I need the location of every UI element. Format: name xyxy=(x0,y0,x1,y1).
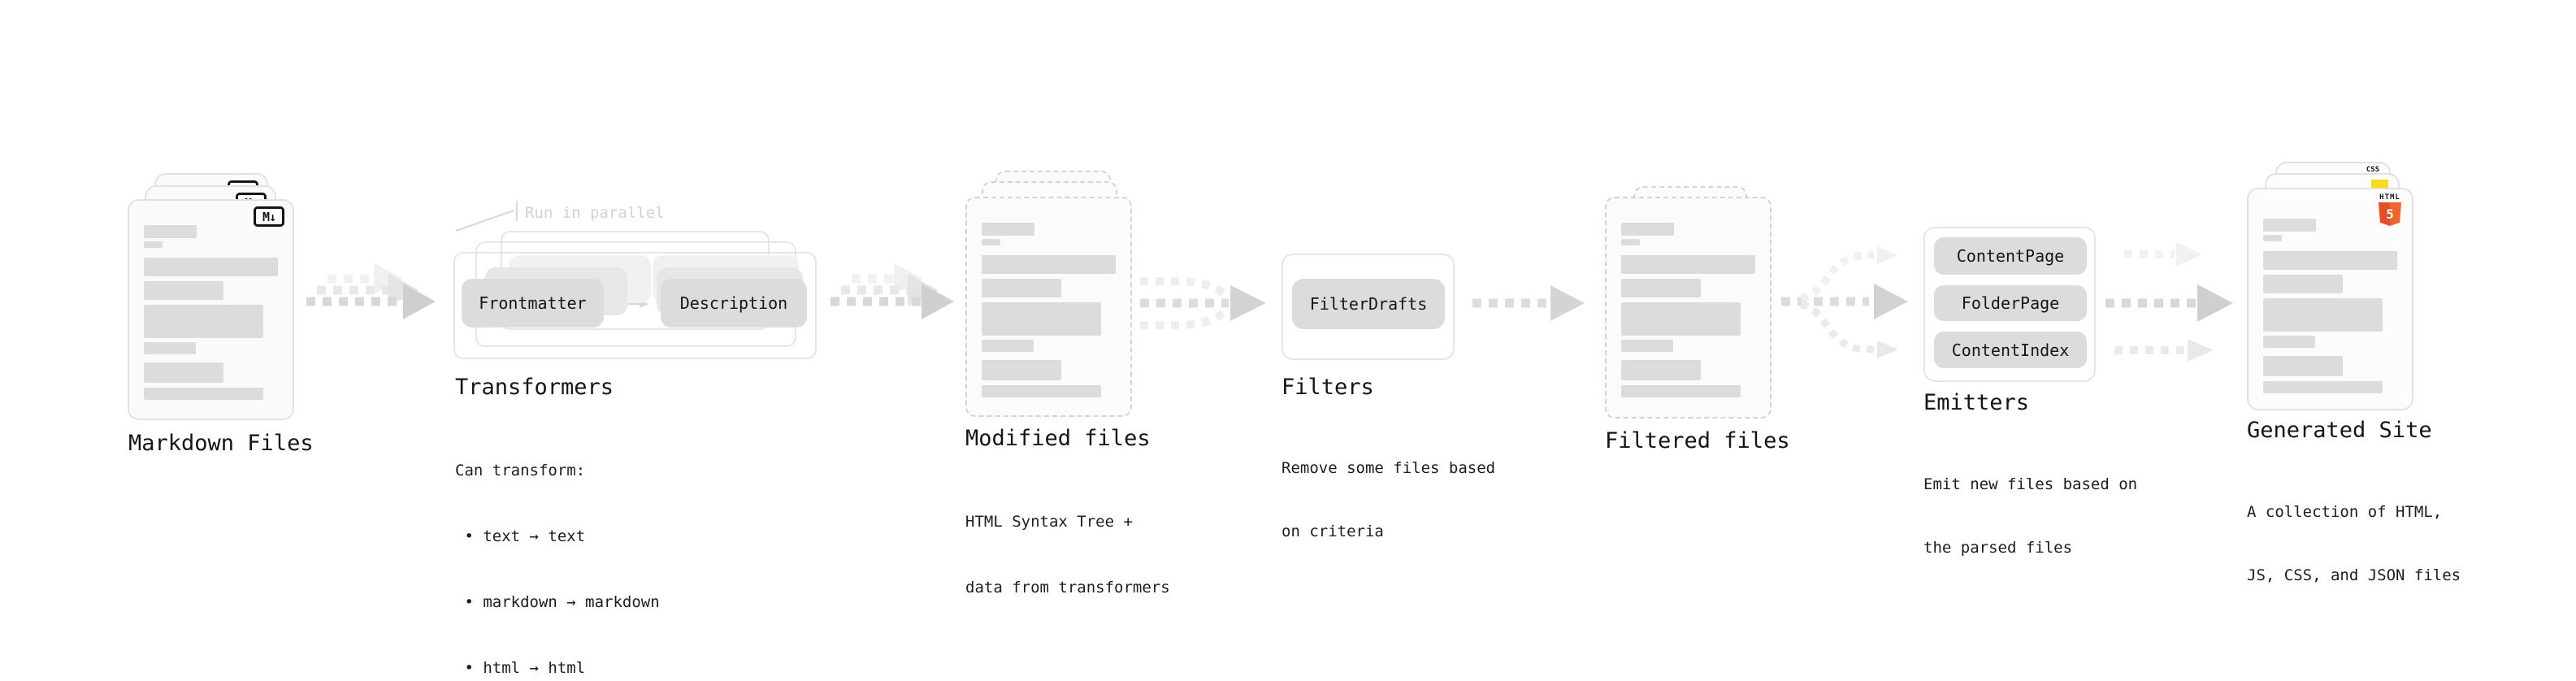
body-line: A collection of HTML, xyxy=(2247,503,2443,521)
stage-title-transformers: Transformers xyxy=(455,375,614,400)
contentindex-node: ContentIndex xyxy=(1934,332,2087,368)
arrow-markdown-to-transformers xyxy=(306,263,436,319)
filterdrafts-node: FilterDrafts xyxy=(1292,279,1445,329)
body-line: on criteria xyxy=(1281,523,1384,540)
markdown-icon: M↓ xyxy=(254,206,284,227)
stage-body-transformers: Can transform: • text → text • markdown … xyxy=(455,416,660,681)
transformer-frame-front xyxy=(453,252,817,359)
file-skeleton xyxy=(144,225,278,400)
frontmatter-node: Frontmatter xyxy=(462,279,604,327)
stage-title-modified: Modified files xyxy=(965,426,1151,451)
arrow-modified-to-filters xyxy=(1140,277,1266,329)
contentpage-node: ContentPage xyxy=(1934,237,2087,275)
body-line: Remove some files based xyxy=(1281,459,1496,477)
emitters-frame xyxy=(1923,227,2096,382)
arrow-filters-to-filtered xyxy=(1472,285,1585,321)
body-line: Emit new files based on xyxy=(1923,475,2138,493)
body-line: • html → html xyxy=(455,659,586,677)
stage-body-modified: HTML Syntax Tree + data from transformer… xyxy=(965,467,1170,643)
body-line: JS, CSS, and JSON files xyxy=(2247,566,2461,584)
file-skeleton xyxy=(2263,219,2397,393)
html-file-card: HTML 5 xyxy=(2247,188,2413,410)
arrow-transformers-to-modified xyxy=(830,263,954,319)
stage-body-generated: A collection of HTML, JS, CSS, and JSON … xyxy=(2247,459,2461,628)
run-in-parallel-callout-line xyxy=(455,201,518,232)
stage-body-filters: Remove some files based on criteria xyxy=(1281,415,1495,584)
stage-title-emitters: Emitters xyxy=(1923,390,2030,415)
run-in-parallel-label: Run in parallel xyxy=(525,204,665,222)
body-line: • text → text xyxy=(455,527,586,545)
arrow-emitters-to-generated xyxy=(2105,242,2233,362)
stage-body-emitters: Emit new files based on the parsed files xyxy=(1923,432,2137,601)
stage-title-generated: Generated Site xyxy=(2247,418,2432,443)
description-node: Description xyxy=(661,279,807,327)
body-line: Can transform: xyxy=(455,462,586,479)
body-line: • markdown → markdown xyxy=(455,593,660,611)
file-skeleton xyxy=(982,223,1116,397)
body-line: data from transformers xyxy=(965,579,1170,596)
html5-icon: HTML 5 xyxy=(2378,194,2402,226)
body-line: the parsed files xyxy=(1923,539,2073,557)
modified-file-card xyxy=(965,197,1132,417)
stage-title-filters: Filters xyxy=(1281,375,1374,400)
folderpage-node: FolderPage xyxy=(1934,285,2087,321)
javascript-icon xyxy=(2371,180,2388,188)
arrow-filtered-to-emitters xyxy=(1781,246,1908,358)
markdown-file-card: M↓ xyxy=(128,199,294,420)
filtered-file-card xyxy=(1605,197,1772,419)
body-line: HTML Syntax Tree + xyxy=(965,513,1133,531)
file-skeleton xyxy=(1621,223,1755,397)
stage-title-filtered: Filtered files xyxy=(1605,428,1790,453)
stage-title-markdown: Markdown Files xyxy=(128,431,314,456)
filters-frame xyxy=(1281,254,1455,360)
